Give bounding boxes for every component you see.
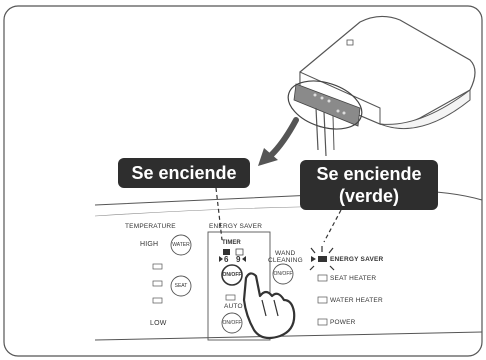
low-label: LOW: [150, 320, 167, 327]
panel-bottom-edge: [94, 331, 483, 341]
wand-onoff-label: ON/OFF: [273, 271, 293, 277]
left-leader-line: [215, 187, 223, 241]
callout-left: Se enciende: [118, 158, 250, 188]
callout-left-text: Se enciende: [131, 163, 237, 183]
callout-right-line1: Se enciende: [316, 164, 422, 184]
wand-label: WAND: [275, 250, 296, 257]
indicator-energy-saver: ENERGY SAVER: [330, 256, 384, 263]
water-button-shape: [170, 234, 192, 256]
timer-onoff-shape: [221, 264, 243, 286]
indicator-water-heater: WATER HEATER: [330, 297, 383, 304]
callout-right-line2: (verde): [338, 186, 400, 206]
temperature-label: TEMPERATURE: [125, 223, 176, 230]
seat-button-shape: [170, 275, 192, 297]
high-label: HIGH: [140, 241, 159, 248]
callout-right: Se enciende (verde): [300, 160, 438, 210]
led-light-rays: [309, 246, 335, 271]
magnifier-ring: [287, 80, 363, 130]
energy-saver-box: [207, 231, 271, 341]
timer-label: TIMER: [222, 240, 241, 246]
side-control-panel: [293, 83, 361, 127]
auto-label: AUTO: [224, 303, 243, 310]
water-button-label: WATER: [172, 242, 190, 248]
timer-onoff-label: ON/OFF: [222, 272, 242, 278]
indicator-power: POWER: [330, 319, 356, 326]
wand-cleaning-label: CLEANING: [268, 257, 303, 264]
indicator-seat-heater: SEAT HEATER: [330, 275, 377, 282]
right-leader-line: [323, 209, 342, 243]
energy-saver-header: ENERGY SAVER: [209, 223, 263, 230]
toilet-seat-illustration: [293, 15, 476, 157]
hand-illustration: [242, 272, 296, 340]
seat-button-label: SEAT: [174, 283, 188, 289]
auto-onoff-label: ON/OFF: [222, 320, 242, 326]
energy-saver-led: [318, 256, 327, 262]
wand-onoff-shape: [272, 263, 294, 285]
timer-6-label: 6: [224, 255, 229, 264]
timer-9-label: 9: [236, 255, 241, 264]
auto-onoff-shape: [221, 312, 243, 334]
